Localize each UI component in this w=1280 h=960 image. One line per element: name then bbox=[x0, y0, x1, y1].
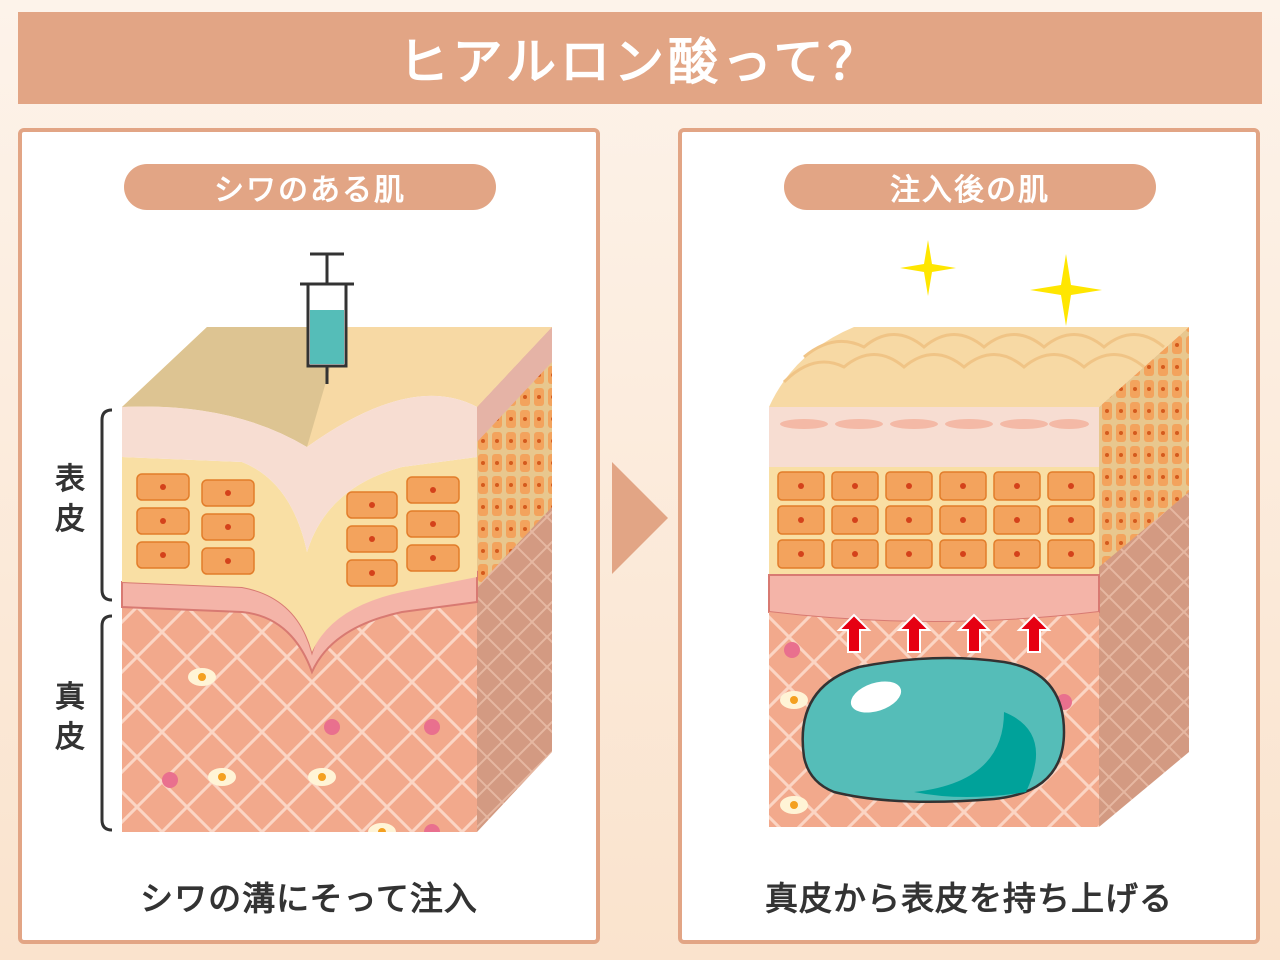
right-panel-heading: 注入後の肌 bbox=[784, 164, 1156, 210]
right-panel: 注入後の肌 bbox=[678, 128, 1260, 944]
right-panel-caption: 真皮から表皮を持ち上げる bbox=[765, 879, 1173, 918]
page-title: ヒアルロン酸って？ bbox=[398, 33, 882, 91]
left-panel: シワのある肌 表皮 真皮 bbox=[18, 128, 600, 944]
lifted-skin-illustration bbox=[768, 327, 1189, 827]
wrinkled-skin-illustration bbox=[121, 327, 552, 832]
sparkle-icon bbox=[1030, 254, 1102, 326]
sparkle-icon bbox=[900, 240, 956, 296]
dermis-label: 真皮 bbox=[55, 680, 85, 755]
left-panel-caption: シワの溝にそって注入 bbox=[140, 879, 478, 918]
epidermis-label: 表皮 bbox=[55, 462, 85, 537]
chevron-right-icon bbox=[612, 462, 668, 574]
title-bar: ヒアルロン酸って？ bbox=[18, 12, 1262, 104]
syringe-icon bbox=[300, 252, 354, 384]
left-panel-heading: シワのある肌 bbox=[124, 164, 496, 210]
layer-brackets bbox=[100, 408, 113, 832]
